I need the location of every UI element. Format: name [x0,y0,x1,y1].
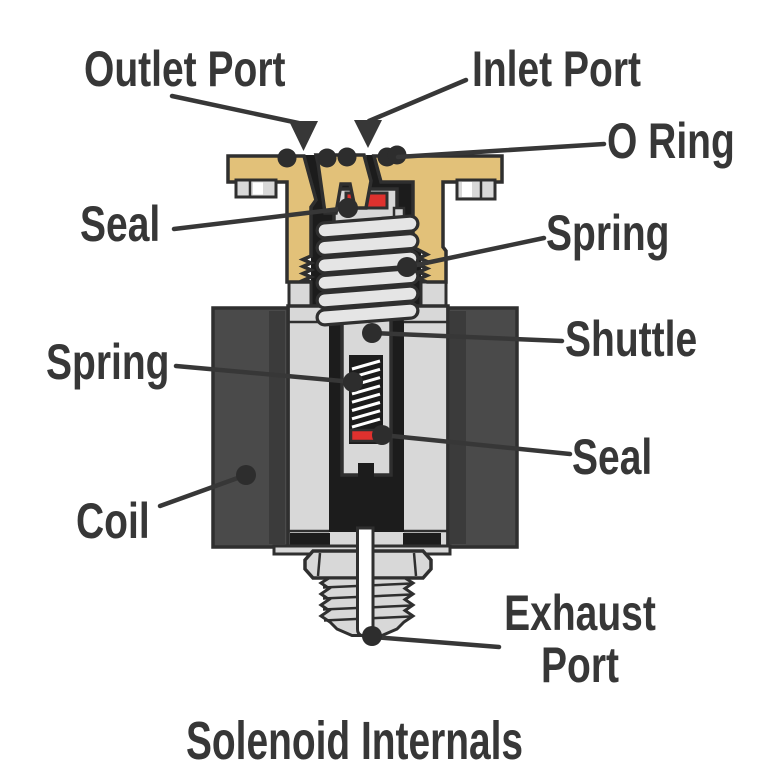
diagram-title: Solenoid Internals [186,711,524,771]
callout-line-seal-top [171,205,351,232]
label-exhaust-line2: Port [541,637,619,693]
bobbin-bottom-slot-left [290,533,330,548]
bobbin-top-block-right [419,280,448,310]
label-seal-top: Seal [80,196,161,252]
label-exhaust-line1: Exhaust [504,585,656,641]
label-exhaust-port: Exhaust Port [470,588,690,692]
callout-line-spring-inner [173,363,356,385]
coil-block-left-inner-shade [269,311,285,544]
callout-dot-spring-inner [343,372,363,392]
callout-dots [236,198,417,646]
callout-dot-coil [236,465,256,485]
bobbin-bottom-slot-right [403,533,441,548]
coil-block-right-inner-shade [450,311,466,544]
label-spring-top: Spring [546,205,670,261]
callout-line-o-ring [395,141,607,160]
callout-line-spring-top [404,235,547,270]
label-o-ring: O Ring [607,113,735,169]
callout-line-shuttle [369,330,565,344]
hex-nut-facet-right [412,552,418,577]
label-spring-inner: Spring [46,334,170,390]
callout-dot-spring-top [397,257,417,277]
o-ring-dots [277,145,407,168]
o-ring-dot [317,148,337,168]
callout-lines [157,77,607,650]
inner-spring [351,359,381,429]
callout-dot-seal-top [338,198,358,218]
exhaust-tube [356,526,375,638]
o-ring-dot [277,148,297,168]
callout-dot-seal-bottom [372,425,392,445]
hex-nut-facet-left [316,552,322,577]
label-seal-bottom: Seal [572,429,653,485]
bobbin-top-block-left [287,280,313,310]
valve-body-middle-seat [313,153,373,215]
outlet-port-arrow-icon [289,121,318,151]
label-coil: Coil [76,493,150,549]
inlet-port-arrow-icon [354,120,382,148]
valve-body-left [226,154,318,284]
side-fitting-right-highlight [462,182,472,197]
callout-line-outlet-port [169,93,306,127]
callout-dot-shuttle [362,323,382,343]
label-outlet-port: Outlet Port [84,41,286,97]
o-ring-dot [337,147,357,167]
callout-line-coil [157,472,249,509]
side-fitting-left-highlight [253,182,263,195]
label-shuttle: Shuttle [565,311,698,367]
shuttle-bottom-notch [358,463,374,477]
callout-line-exhaust-port [370,634,502,650]
main-spring [315,214,420,327]
callout-line-seal-bottom [379,432,573,457]
label-inlet-port: Inlet Port [472,41,642,97]
callout-dot-exhaust-port [362,626,382,646]
callout-line-inlet-port [366,77,469,124]
